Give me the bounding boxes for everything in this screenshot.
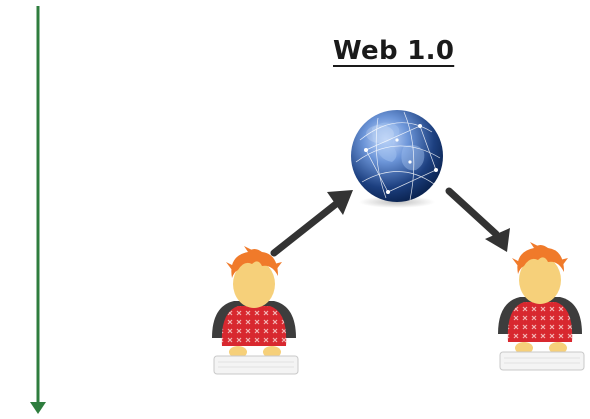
arrow-globe-to-user: [445, 187, 510, 252]
globe-icon: [351, 110, 443, 208]
timeline-arrow: [30, 6, 46, 414]
diagram-title: Web 1.0: [333, 36, 455, 66]
arrow-user-to-globe: [270, 190, 353, 257]
user-icon: [498, 242, 585, 371]
user-icon: [212, 246, 299, 375]
